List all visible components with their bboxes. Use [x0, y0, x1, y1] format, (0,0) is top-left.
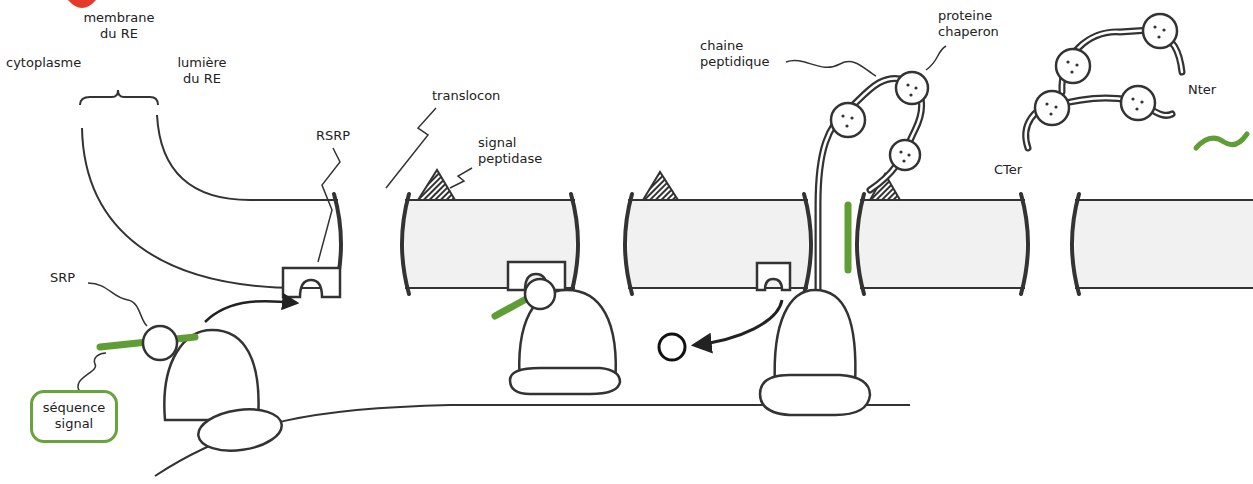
region-label: membrane du RE — [80, 10, 158, 43]
chaperones — [831, 72, 928, 170]
chaperone-protein — [896, 72, 928, 104]
translocon-caps — [334, 194, 1079, 294]
translocon-wall — [1072, 194, 1079, 294]
ribosome-large-subunit — [164, 330, 258, 420]
signal-sequence — [495, 298, 528, 316]
corner-mark — [68, 0, 96, 8]
signal-peptidase — [643, 172, 678, 200]
part-label: SRP — [50, 270, 75, 286]
leader-line — [318, 148, 340, 262]
translocon-wall — [571, 194, 578, 294]
ribosome-small-subunit — [196, 404, 285, 455]
leader-lines — [78, 46, 946, 392]
callout-box: séquence signal — [30, 390, 118, 443]
leader-line — [786, 60, 876, 76]
part-label: proteine chaperon — [938, 8, 1010, 41]
translocon-wall — [402, 194, 409, 294]
chaperone-dots — [841, 25, 1165, 162]
leader-line — [926, 46, 946, 70]
ribosome-small-subunit — [760, 375, 870, 415]
leader-line — [88, 283, 147, 326]
srp-particle — [143, 326, 177, 360]
membrane-outer-curve — [82, 128, 338, 288]
translocon-wall — [625, 194, 632, 294]
translocon-wall — [857, 194, 864, 294]
region-label: cytoplasme — [6, 55, 81, 71]
process-arrow — [205, 301, 296, 322]
signal-peptidase — [418, 170, 455, 200]
leader-line — [78, 353, 106, 392]
part-label: signal peptidase — [478, 135, 550, 168]
chaperone-protein — [831, 103, 865, 137]
srp-particle — [525, 279, 555, 309]
chaperone-protein — [1121, 86, 1155, 120]
translocon-wall — [804, 194, 811, 294]
part-label: RSRP — [316, 128, 350, 144]
translocon-wall — [1021, 194, 1028, 294]
chaperone-protein — [890, 140, 920, 170]
terminus-label: CTer — [994, 162, 1022, 178]
cleaved-signal-sequence — [845, 205, 852, 270]
membrane-edge — [860, 200, 1025, 288]
membrane-bracket — [80, 90, 158, 105]
chaperone-protein — [1143, 14, 1177, 48]
released-srp — [659, 334, 685, 360]
release-arrow — [695, 300, 782, 345]
signal-fragment — [1196, 134, 1247, 148]
ribosome-large-subunit — [775, 290, 856, 385]
chaperone-protein — [1035, 91, 1069, 125]
leader-line — [450, 168, 472, 188]
membrane-segment — [860, 200, 1025, 288]
peptide-chain — [818, 78, 922, 292]
terminus-label: Nter — [1188, 82, 1216, 98]
peptide-chain-core — [818, 78, 922, 292]
chaperones — [1035, 14, 1177, 125]
region-label: lumière du RE — [172, 55, 232, 88]
callout-text: séquence signal — [40, 400, 108, 433]
srp-receptor — [283, 268, 340, 297]
leader-line — [386, 108, 436, 188]
chaperone-protein — [1056, 49, 1090, 83]
part-label: chaine peptidique — [700, 38, 780, 71]
membrane-inner-curve — [157, 115, 338, 200]
part-label: translocon — [432, 88, 500, 104]
srp-receptor — [757, 263, 790, 290]
membrane-segment — [1075, 200, 1253, 288]
membrane-edge — [1075, 200, 1253, 288]
ribosome-small-subunit — [510, 368, 620, 394]
